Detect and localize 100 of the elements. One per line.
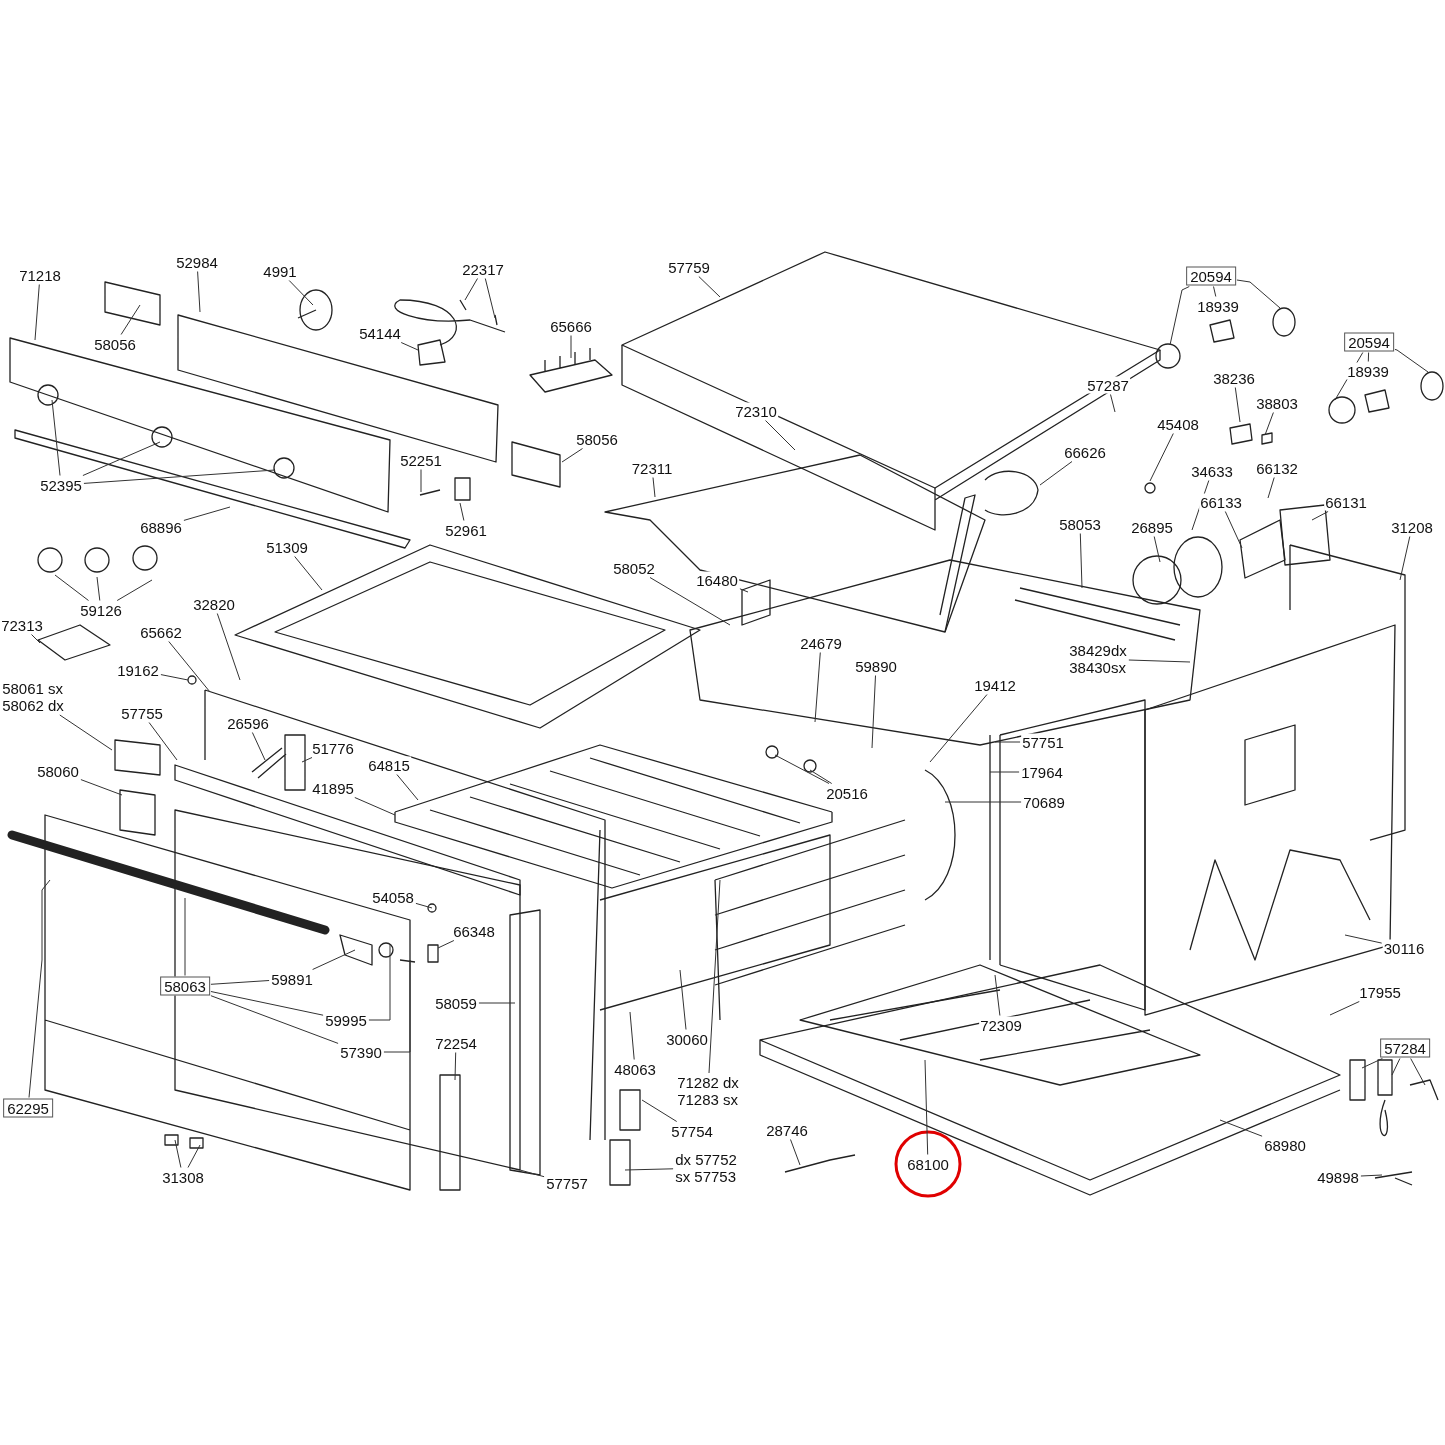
boxed-callout-number: 58063 [160,976,210,996]
leader-line [641,1099,678,1122]
callout-number: 71282 dx [676,1074,740,1091]
leader-line [80,779,123,796]
leader-line [1219,1119,1263,1137]
leader-line [28,879,51,1098]
leader-line [989,771,1020,773]
leader-line [1079,533,1083,589]
leader-line [354,797,396,816]
callout-number: 18939 [1346,362,1390,380]
leader-line [1394,348,1429,373]
leader-line [649,577,731,626]
leader-line [174,1139,182,1168]
leader-line [1329,1001,1360,1016]
leader-line [210,980,270,985]
leader-line [251,732,266,761]
leader-line [1039,461,1073,486]
callout-number: 72310 [734,402,778,420]
leader-line [994,974,1001,1016]
leader-line [1264,412,1274,436]
leader-line [120,304,141,335]
leader-line [312,949,356,970]
leader-line [1410,1058,1426,1086]
boxed-callout-number: 20594 [1344,332,1394,352]
boxed-callout-number: 62295 [3,1098,53,1118]
leader-line [1361,1058,1383,1069]
leader-line [1224,511,1243,549]
leader-line [519,1169,545,1178]
leader-line [561,448,583,463]
leader-line [459,502,465,521]
leader-line [216,613,241,681]
leader-line [294,556,323,591]
leader-line [652,477,656,498]
leader-line [739,588,749,593]
leader-line [1367,352,1370,362]
leader-line [210,995,339,1044]
leader-line [1213,286,1217,297]
callout-number: 66133 [1199,493,1243,511]
leader-line [1360,1174,1383,1177]
leader-line [929,694,988,763]
leader-line [31,634,41,644]
leader-line [708,879,721,1074]
leader-line [1267,477,1275,499]
leader-line [197,271,201,313]
leader-line [924,1059,929,1155]
leader-line [679,969,687,1030]
leader-line [51,399,61,476]
leader-line [790,1139,801,1166]
leader-line [814,652,821,723]
callout-number: 57287 [1086,376,1130,394]
leader-line [774,754,830,784]
leader-line [210,991,324,1016]
leader-line [1344,934,1383,944]
leader-line [148,722,178,761]
leader-line [83,469,276,484]
leader-line [187,1144,201,1168]
leader-line [184,897,186,976]
leader-line [871,675,876,749]
leader-line [383,959,411,1053]
leader-line [1110,394,1116,413]
leader-line [160,674,189,681]
boxed-callout-number: 57284 [1380,1038,1430,1058]
callout-number: 72309 [979,1016,1023,1034]
leader-line [96,576,101,601]
leader-line [484,278,496,319]
leader-line [396,774,419,801]
boxed-callout-number: 20594 [1186,266,1236,286]
leader-line [1153,536,1161,563]
leader-line [1311,511,1329,521]
leader-line [59,714,113,751]
leader-line [570,335,572,359]
leader-line [1149,433,1174,482]
leader-line [54,574,89,601]
leader-line [765,420,796,451]
leader-line [116,579,153,601]
leader-line [420,469,422,493]
leader-line [1169,286,1190,346]
leader-line [944,801,1022,803]
leader-line [1236,279,1281,309]
leader-line [301,757,313,763]
callout-number: 30116 [1382,939,1426,957]
leader-line [415,902,433,909]
leader-line [698,276,721,298]
leader-line [629,1011,635,1060]
leader-line [809,769,833,784]
callout-number: 64815 [367,756,411,774]
callout-number: dx 57752 [674,1151,738,1168]
leader-line [1391,1058,1401,1076]
callout-number: 58062 dx [1,697,65,714]
callout-number: 57751 [1021,733,1065,751]
leader-line [478,1002,516,1004]
leader-line [368,944,391,1021]
leader-line [454,1052,457,1081]
leader-line [1234,387,1241,423]
callout-number: 16480 [695,571,739,589]
leader-line [288,280,314,306]
leader-line [400,342,419,351]
leader-line [183,506,231,521]
leader-line [994,741,1021,743]
callout-number: 38429dx [1068,642,1128,659]
